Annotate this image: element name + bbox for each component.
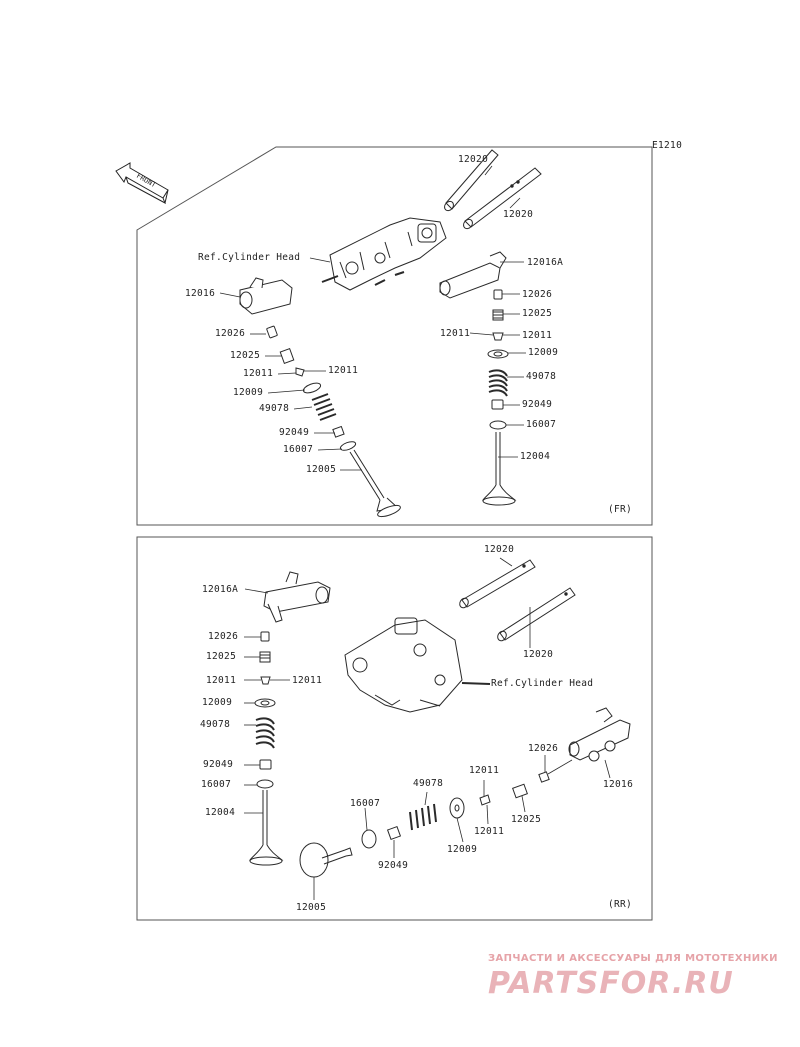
label-49078: 49078: [526, 371, 557, 382]
label-12026: 12026: [528, 743, 559, 754]
label-12011: 12011: [440, 328, 471, 339]
label-16007: 16007: [526, 419, 557, 430]
label-12020: 12020: [458, 154, 489, 165]
label-49078: 49078: [413, 778, 444, 789]
label-16007: 16007: [283, 444, 314, 455]
label-49078: 49078: [200, 719, 231, 730]
label-12011: 12011: [474, 826, 505, 837]
label-12009: 12009: [233, 387, 264, 398]
label-12005: 12005: [306, 464, 337, 475]
label-92049: 92049: [378, 860, 409, 871]
label-12016a: 12016A: [202, 584, 239, 595]
label-12026: 12026: [208, 631, 239, 642]
label-12016: 12016: [185, 288, 216, 299]
label-12026: 12026: [215, 328, 246, 339]
label-12020: 12020: [484, 544, 515, 555]
top-left-rocker: [239, 277, 293, 315]
label-12011: 12011: [522, 330, 553, 341]
top-right-valve-stack: [481, 289, 517, 506]
label-12009: 12009: [528, 347, 559, 358]
label-12020: 12020: [523, 649, 554, 660]
top-right-rocker: [439, 251, 507, 299]
section-label-fr: (FR): [608, 504, 633, 515]
top-camshafts: [444, 149, 542, 230]
label-12016: 12016: [603, 779, 634, 790]
bottom-left-rocker: [263, 571, 331, 623]
label-92049: 92049: [279, 427, 310, 438]
label-16007: 16007: [201, 779, 232, 790]
label-12025: 12025: [230, 350, 261, 361]
bottom-panel-frame: [136, 536, 653, 921]
section-label-rr: (RR): [608, 899, 633, 910]
label-12005: 12005: [296, 902, 327, 913]
label-12009: 12009: [202, 697, 233, 708]
label-12025: 12025: [206, 651, 237, 662]
label-12025: 12025: [511, 814, 542, 825]
top-cylinder-head: [321, 217, 447, 291]
bottom-camshafts: [459, 559, 576, 642]
bottom-left-valve-stack: [248, 631, 284, 866]
top-leaders: [219, 165, 526, 471]
label-12004: 12004: [520, 451, 551, 462]
label-12009: 12009: [447, 844, 478, 855]
watermark-tagline: ЗАПЧАСТИ И АКСЕССУАРЫ ДЛЯ МОТОТЕХНИКИ: [488, 953, 778, 964]
doc-code: E1210: [652, 140, 683, 151]
label-12016a: 12016A: [527, 257, 564, 268]
bottom-cylinder-head: [344, 617, 491, 713]
bottom-horizontal-valve-stack: [299, 771, 550, 878]
label-12011: 12011: [206, 675, 237, 686]
label-92049: 92049: [203, 759, 234, 770]
top-panel-frame: [136, 146, 653, 526]
label-12011: 12011: [469, 765, 500, 776]
label-12011: 12011: [328, 365, 359, 376]
label-ref-cylinder-head: Ref.Cylinder Head: [491, 678, 594, 689]
label-12004: 12004: [205, 807, 236, 818]
label-12026: 12026: [522, 289, 553, 300]
label-49078: 49078: [259, 403, 290, 414]
bottom-leaders: [244, 557, 611, 900]
label-12011: 12011: [243, 368, 274, 379]
watermark-logo: PARTSFOR.RU: [488, 966, 734, 1001]
label-12025: 12025: [522, 308, 553, 319]
label-16007: 16007: [350, 798, 381, 809]
label-92049: 92049: [522, 399, 553, 410]
front-arrow-icon: FRONT: [115, 162, 169, 205]
label-ref-cylinder-head: Ref.Cylinder Head: [198, 252, 301, 263]
top-left-valve-stack: [266, 325, 401, 518]
bottom-right-rocker: [568, 707, 631, 762]
label-12011: 12011: [292, 675, 323, 686]
label-12020: 12020: [503, 209, 534, 220]
